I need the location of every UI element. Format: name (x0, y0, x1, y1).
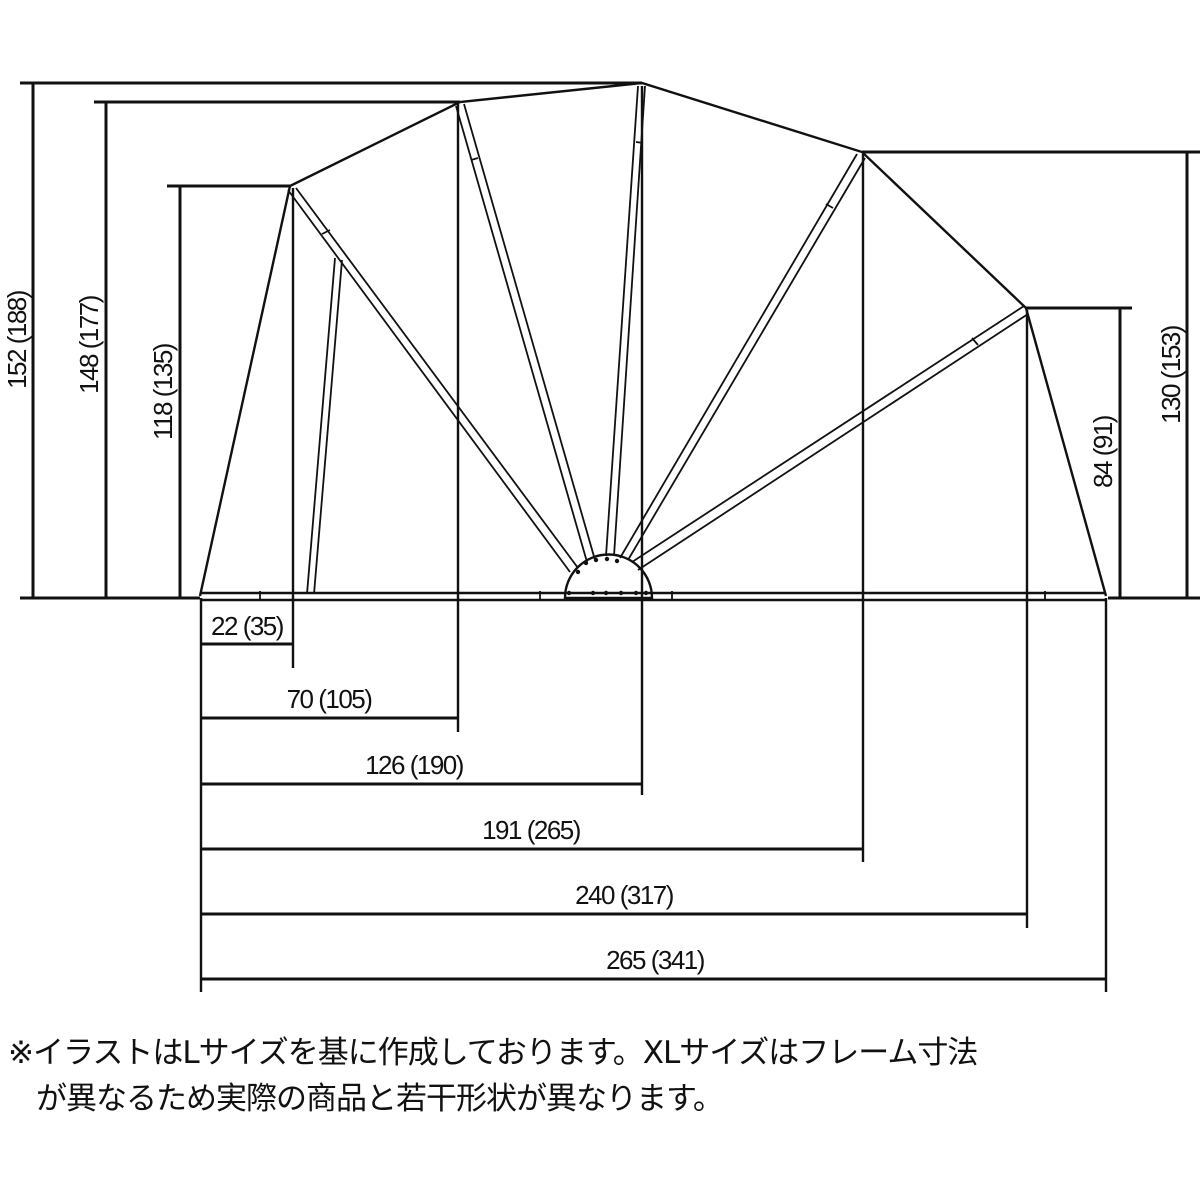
svg-text:240 (317): 240 (317) (575, 880, 674, 910)
rafter-3 (605, 85, 646, 557)
svg-text:148 (177): 148 (177) (74, 295, 104, 394)
inner-strut (306, 257, 343, 595)
svg-text:191 (265): 191 (265) (482, 815, 581, 845)
illustration-note: ※イラストはLサイズを基に作成しております。XLサイズはフレーム寸法 が異なるた… (8, 1030, 1200, 1122)
rafter-4 (619, 153, 866, 561)
height-dimension-130: 130 (153) (862, 150, 1200, 598)
width-dimension-22: 22 (35) (201, 611, 293, 646)
frame-structure (198, 81, 1108, 992)
width-dimension-126: 126 (190) (201, 750, 642, 786)
rafter-1 (287, 187, 579, 573)
height-dimension-118: 118 (135) (148, 184, 290, 598)
width-dimension-191: 191 (265) (201, 815, 863, 851)
svg-text:70 (105): 70 (105) (287, 684, 373, 714)
svg-text:22 (35): 22 (35) (211, 611, 284, 641)
height-dimension-152: 152 (188) (2, 81, 642, 598)
width-dimension-70: 70 (105) (201, 684, 458, 720)
width-dimension-265: 265 (341) (201, 945, 1106, 981)
rafter-5 (631, 305, 1029, 571)
svg-text:265 (341): 265 (341) (606, 945, 705, 975)
note-line-1: ※イラストはLサイズを基に作成しております。XLサイズはフレーム寸法 (8, 1035, 978, 1071)
svg-text:118 (135): 118 (135) (148, 343, 178, 440)
svg-text:152 (188): 152 (188) (2, 290, 32, 389)
svg-text:126 (190): 126 (190) (365, 750, 464, 780)
rafter-2 (455, 103, 596, 563)
svg-text:130 (153): 130 (153) (1156, 325, 1186, 424)
height-dimension-148: 148 (177) (74, 100, 460, 598)
svg-text:84 (91): 84 (91) (1088, 415, 1118, 488)
height-dimension-84: 84 (91) (1026, 306, 1132, 598)
note-line-2: が異なるため実際の商品と若干形状が異なります。 (36, 1081, 724, 1117)
hub-plate (563, 553, 654, 600)
width-dimension-240: 240 (317) (201, 880, 1027, 916)
frame-dimension-diagram: 152 (188) 148 (177) 118 (135) 130 (153) … (2, 81, 1200, 992)
